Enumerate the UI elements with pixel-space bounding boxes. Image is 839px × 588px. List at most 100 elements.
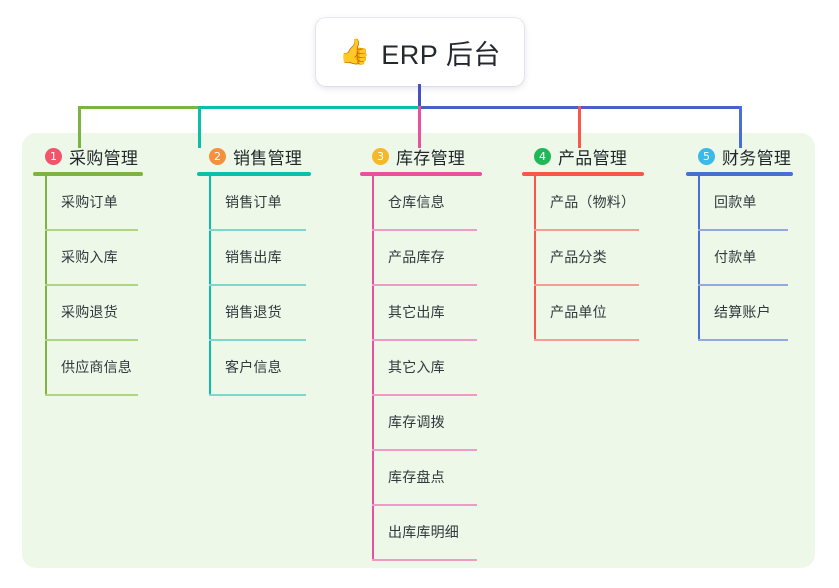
leaf-node[interactable]: 采购退货 — [33, 286, 181, 341]
leaf-node[interactable]: 付款单 — [686, 231, 831, 286]
leaf-label: 产品库存 — [388, 249, 445, 265]
leaf-node[interactable]: 库存调拨 — [360, 396, 520, 451]
branch-title-4: 产品管理 — [558, 148, 628, 168]
leaf-rule — [45, 339, 138, 341]
leaf-label: 付款单 — [714, 249, 757, 265]
branch-spine-4 — [534, 176, 536, 341]
branch-title-5: 财务管理 — [722, 148, 792, 168]
branch-spine-5 — [698, 176, 700, 341]
leaf-node[interactable]: 产品库存 — [360, 231, 520, 286]
leaf-rule — [372, 449, 477, 451]
branch-spine-1 — [45, 176, 47, 396]
leaf-label: 结算账户 — [714, 304, 771, 320]
root-title: ERP 后台 — [381, 39, 501, 70]
branch-header-rule-4 — [522, 172, 644, 176]
leaf-node[interactable]: 出库库明细 — [360, 506, 520, 561]
leaf-label: 库存盘点 — [388, 469, 445, 485]
branch-body-5: 回款单付款单结算账户 — [686, 176, 831, 341]
bus-connector-segment-left — [78, 106, 200, 109]
leaf-node[interactable]: 回款单 — [686, 176, 831, 231]
leaf-node[interactable]: 库存盘点 — [360, 451, 520, 506]
leaf-rule — [209, 394, 306, 396]
leaf-node[interactable]: 销售订单 — [197, 176, 349, 231]
leaf-node[interactable]: 采购入库 — [33, 231, 181, 286]
branch-title-1: 采购管理 — [69, 148, 139, 168]
leaf-rule — [45, 394, 138, 396]
leaf-label: 其它出库 — [388, 304, 445, 320]
leaf-rule — [372, 559, 477, 561]
branch-body-2: 销售订单销售出库销售退货客户信息 — [197, 176, 349, 396]
leaf-label: 产品分类 — [550, 249, 607, 265]
leaf-node[interactable]: 产品单位 — [522, 286, 682, 341]
root-node-content: 👍 ERP 后台 — [339, 33, 501, 72]
leaf-rule — [45, 284, 138, 286]
leaf-rule — [534, 284, 639, 286]
leaf-rule — [534, 229, 639, 231]
branch-badge-2: 2 — [209, 147, 226, 165]
drop-connector-col-4 — [578, 106, 581, 148]
leaf-node[interactable]: 其它出库 — [360, 286, 520, 341]
branch-spine-3 — [372, 176, 374, 561]
branch-body-4: 产品（物料） 产品分类产品单位 — [522, 176, 682, 341]
leaf-label: 回款单 — [714, 194, 757, 210]
branch-header-4[interactable]: 4 产品管理 — [522, 145, 682, 168]
branch-body-3: 仓库信息产品库存其它出库其它入库库存调拨库存盘点出库库明细 — [360, 176, 520, 561]
branch-column-1: 1 采购管理采购订单采购入库采购退货供应商信息 — [33, 145, 181, 396]
leaf-node[interactable]: 销售退货 — [197, 286, 349, 341]
leaf-label: 供应商信息 — [61, 359, 132, 375]
branch-title-2: 销售管理 — [233, 148, 303, 168]
branch-header-rule-2 — [197, 172, 311, 176]
leaf-label: 其它入库 — [388, 359, 445, 375]
leaf-rule — [698, 339, 788, 341]
leaf-node[interactable]: 结算账户 — [686, 286, 831, 341]
leaf-rule — [698, 229, 788, 231]
leaf-rule — [372, 229, 477, 231]
leaf-rule — [698, 284, 788, 286]
branch-header-rule-3 — [360, 172, 482, 176]
leaf-label: 销售出库 — [225, 249, 282, 265]
leaf-label: 采购退货 — [61, 304, 118, 320]
leaf-node[interactable]: 采购订单 — [33, 176, 181, 231]
branch-header-rule-1 — [33, 172, 143, 176]
root-node[interactable]: 👍 ERP 后台 — [316, 18, 524, 86]
leaf-rule — [372, 284, 477, 286]
branch-header-2[interactable]: 2 销售管理 — [197, 145, 349, 168]
leaf-rule — [209, 229, 306, 231]
drop-connector-col-5 — [739, 106, 742, 148]
leaf-rule — [372, 339, 477, 341]
leaf-label: 出库库明细 — [388, 524, 459, 540]
leaf-node[interactable]: 客户信息 — [197, 341, 349, 396]
leaf-label: 仓库信息 — [388, 194, 445, 210]
branch-badge-5: 5 — [698, 147, 715, 165]
thumbs-up-icon: 👍 — [339, 37, 371, 66]
branch-header-rule-5 — [686, 172, 793, 176]
drop-connector-col-1 — [78, 106, 81, 148]
leaf-node[interactable]: 仓库信息 — [360, 176, 520, 231]
leaf-node[interactable]: 产品分类 — [522, 231, 682, 286]
leaf-label: 库存调拨 — [388, 414, 445, 430]
branch-column-4: 4 产品管理产品（物料） 产品分类产品单位 — [522, 145, 682, 341]
branch-spine-2 — [209, 176, 211, 396]
branch-header-1[interactable]: 1 采购管理 — [33, 145, 181, 168]
leaf-node[interactable]: 其它入库 — [360, 341, 520, 396]
branch-badge-4: 4 — [534, 147, 551, 165]
leaf-label: 产品（物料） — [550, 194, 636, 210]
leaf-label: 客户信息 — [225, 359, 282, 375]
branch-badge-1: 1 — [45, 147, 62, 165]
branch-body-1: 采购订单采购入库采购退货供应商信息 — [33, 176, 181, 396]
drop-connector-col-2 — [198, 106, 201, 148]
drop-connector-col-3 — [418, 106, 421, 148]
leaf-label: 销售订单 — [225, 194, 282, 210]
leaf-label: 采购入库 — [61, 249, 118, 265]
root-stem-connector — [418, 84, 421, 109]
bus-connector-segment-middle — [198, 106, 420, 109]
branch-header-5[interactable]: 5 财务管理 — [686, 145, 831, 168]
leaf-label: 销售退货 — [225, 304, 282, 320]
leaf-node[interactable]: 销售出库 — [197, 231, 349, 286]
branch-title-3: 库存管理 — [396, 148, 466, 168]
leaf-node[interactable]: 供应商信息 — [33, 341, 181, 396]
leaf-node[interactable]: 产品（物料） — [522, 176, 682, 231]
